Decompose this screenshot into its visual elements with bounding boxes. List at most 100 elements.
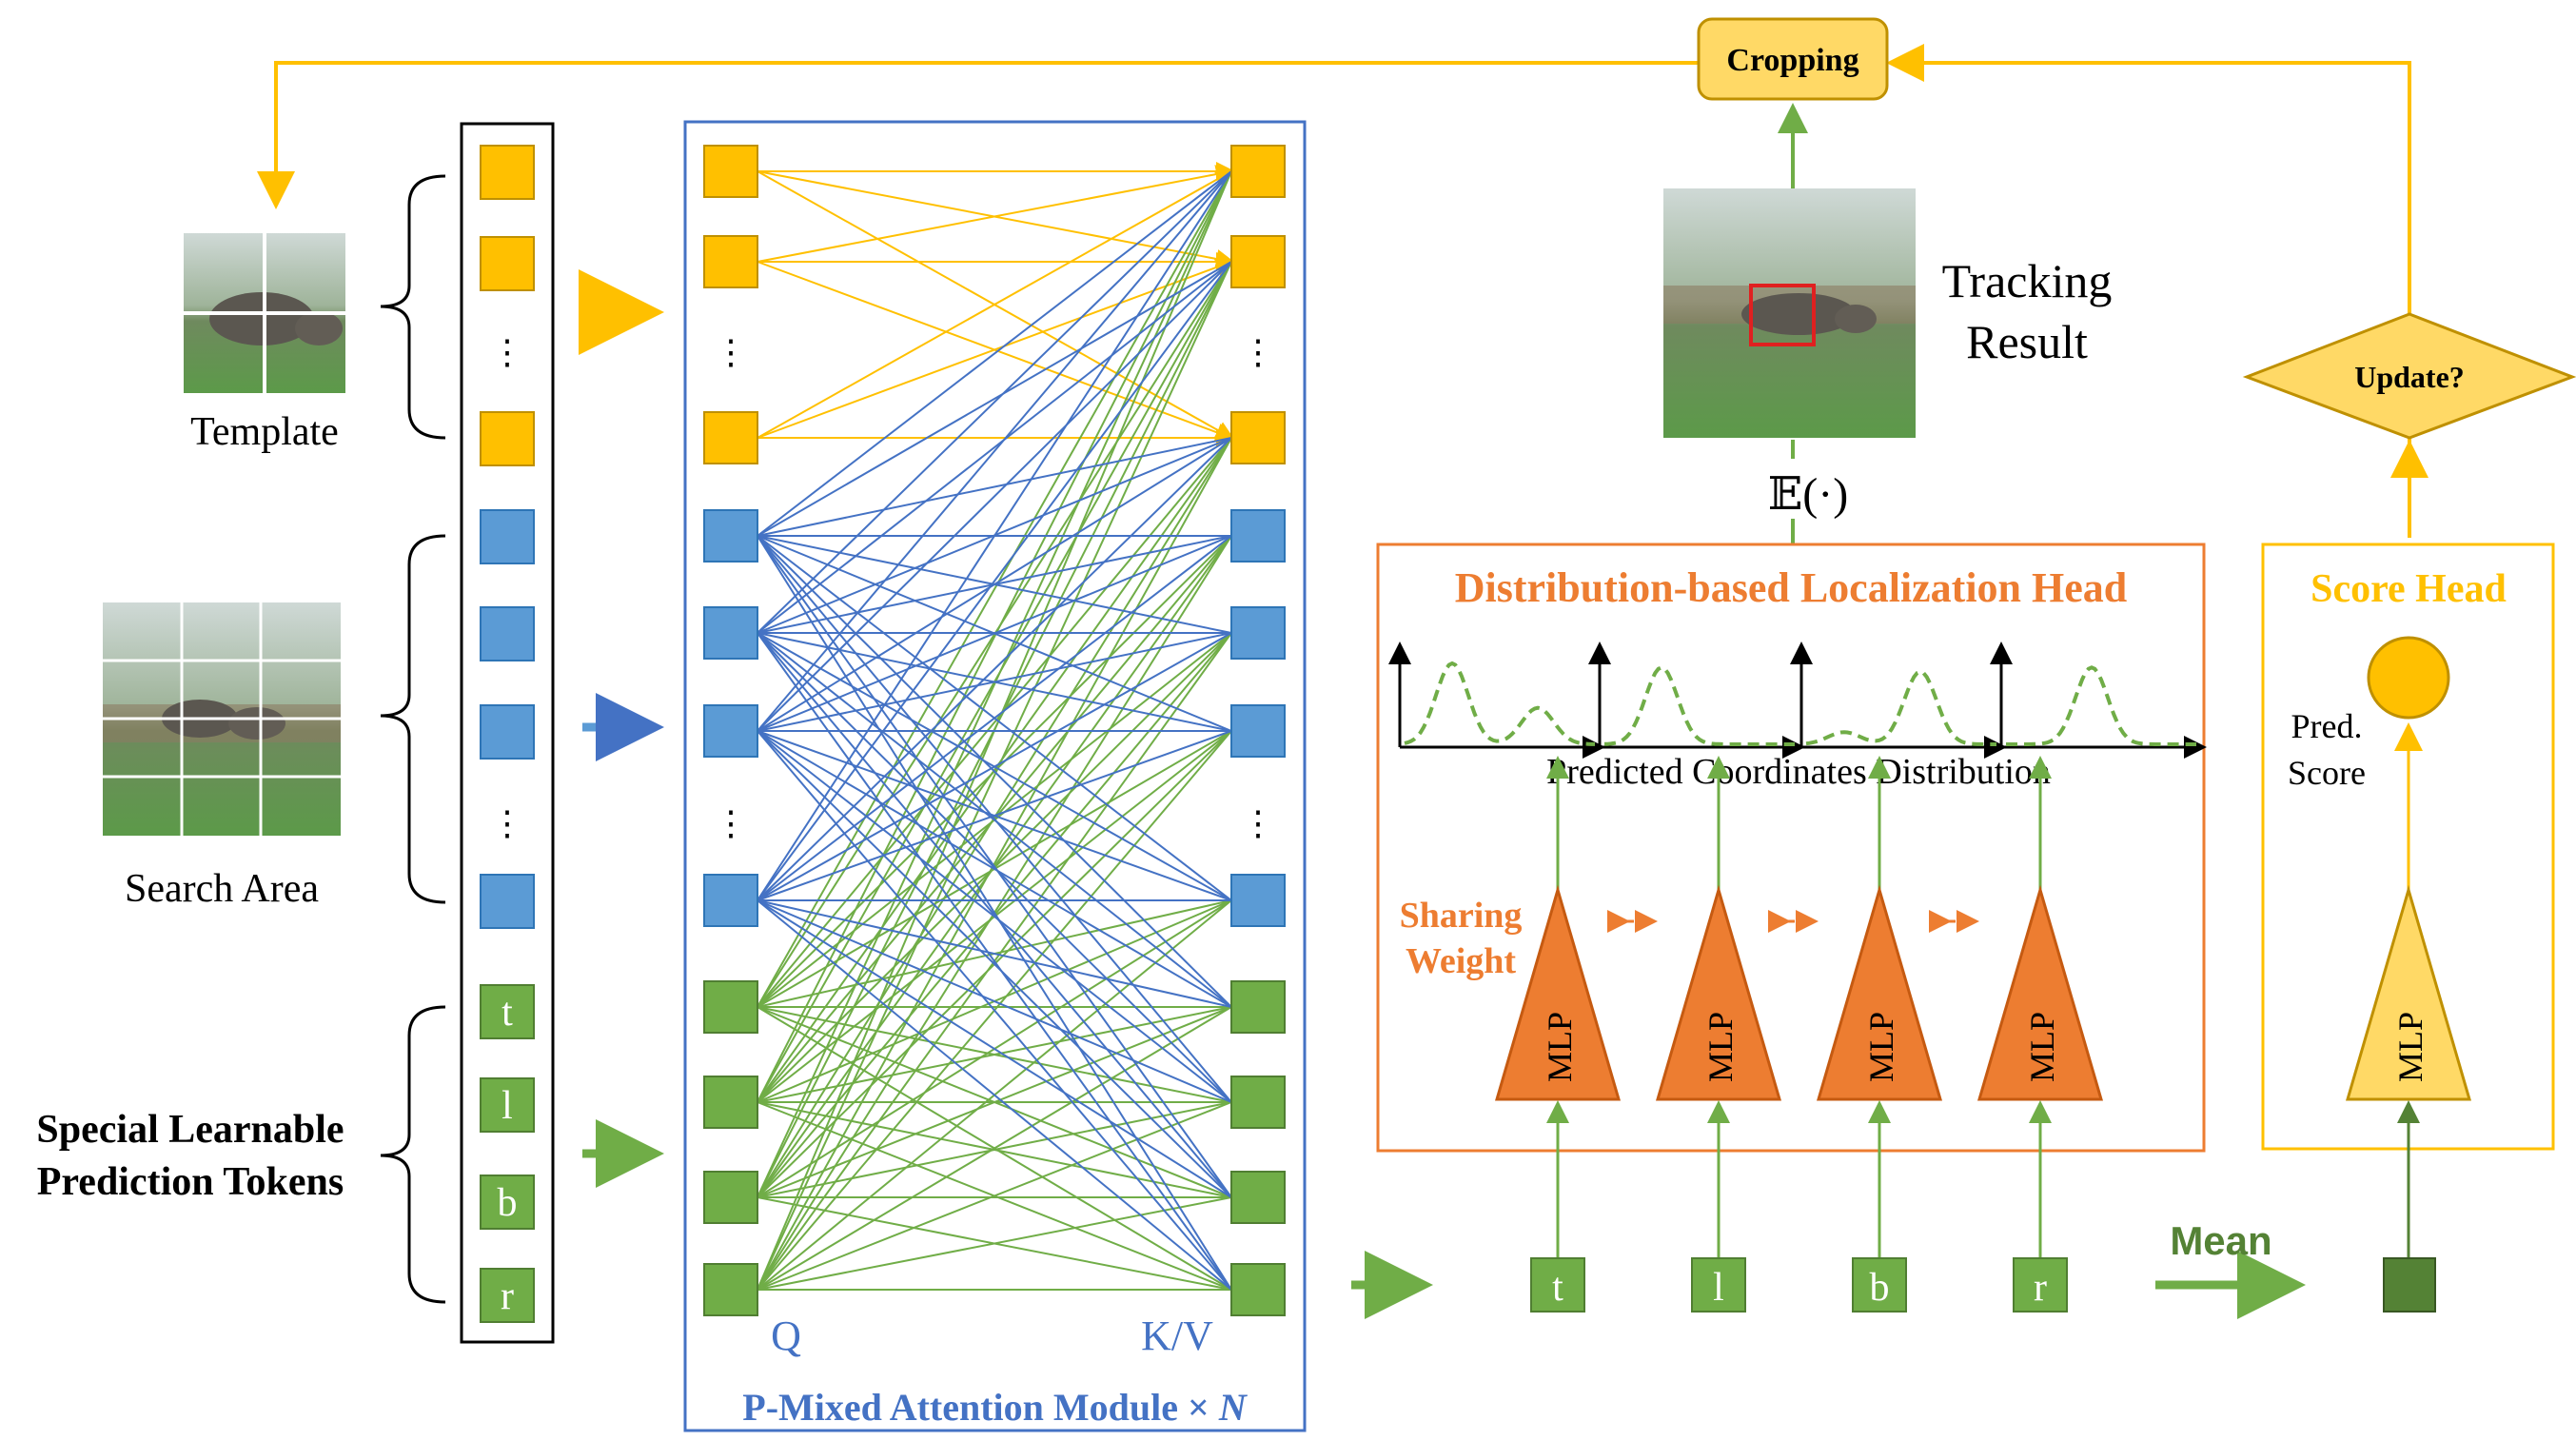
attention-line-search	[757, 730, 1232, 1008]
query-template-token	[703, 235, 758, 288]
localization-head-title: Distribution-based Localization Head	[1455, 564, 2128, 611]
kv-label: K/V	[1141, 1313, 1213, 1359]
localization-mlp[interactable]: MLP	[1977, 884, 2103, 1101]
output-token-letter: r	[2034, 1266, 2047, 1310]
key-value-ellipsis: ⋮	[1241, 804, 1275, 842]
query-search-token	[703, 509, 758, 563]
template-token	[480, 236, 535, 291]
output-token	[2013, 1257, 2068, 1313]
query-template-token	[703, 411, 758, 464]
attention-line-search	[757, 730, 1232, 901]
query-prediction-token	[703, 1076, 758, 1129]
attention-line-search	[757, 899, 1232, 1198]
localization-mlps: MLP MLP MLP MLP	[1495, 756, 2103, 1258]
template-token	[480, 145, 535, 200]
attention-line-search	[757, 632, 1232, 732]
token-ellipsis: ⋮	[490, 333, 524, 371]
query-prediction-token	[703, 980, 758, 1034]
attention-line-search	[757, 730, 1232, 1198]
distribution-label: Predicted Coordinates Distribution	[1546, 752, 2051, 792]
attention-line-search	[757, 632, 1232, 1008]
attention-line-template	[757, 169, 1235, 439]
tracking-label-line1: Tracking	[1942, 254, 2113, 307]
localization-mlp[interactable]: MLP	[1656, 884, 1781, 1101]
expectation-label: 𝔼(·)	[1768, 469, 1849, 520]
key-value-search-token	[1230, 509, 1286, 563]
attention-line-search	[757, 899, 1232, 1103]
score-head: Score Head Pred. Score MLP	[2261, 543, 2555, 1258]
query-search-token	[703, 704, 758, 758]
output-token	[1691, 1257, 1746, 1313]
attention-line-prediction	[757, 170, 1232, 1103]
update-label: Update?	[2354, 360, 2465, 394]
prediction-token-letter: t	[501, 991, 513, 1035]
distribution-curve	[1603, 665, 1795, 746]
prediction-token	[480, 1268, 535, 1323]
key-value-search-token	[1230, 704, 1286, 758]
attention-line-search	[757, 632, 1232, 1103]
prediction-token	[480, 1175, 535, 1230]
attention-module-label: P-Mixed Attention Module × N	[742, 1386, 1249, 1429]
attention-line-search	[757, 535, 1232, 732]
score-mlp[interactable]: MLP	[2346, 884, 2471, 1101]
key-value-prediction-token	[1230, 980, 1286, 1034]
template-label: Template	[190, 410, 339, 454]
output-token	[1530, 1257, 1585, 1313]
score-mlp-label: MLP	[2391, 1012, 2429, 1082]
pred-score-line1: Pred.	[2291, 707, 2363, 745]
attention-line-search	[757, 632, 1232, 901]
query-ellipsis: ⋮	[714, 333, 748, 371]
tracking-label-line2: Result	[1966, 315, 2088, 368]
distribution-curve	[1404, 661, 1595, 746]
attention-line-search	[757, 632, 1232, 1198]
search-token	[480, 606, 535, 661]
template-token	[480, 411, 535, 466]
attention-line-search	[757, 535, 1232, 901]
localization-mlp[interactable]: MLP	[1817, 884, 1942, 1101]
tracking-result: Tracking Result 𝔼(·)	[1663, 103, 2113, 544]
output-token-letter: l	[1713, 1266, 1724, 1310]
search-token	[480, 874, 535, 929]
attention-line-search	[757, 261, 1232, 634]
feedback-loop: Cropping Update?	[257, 17, 2576, 538]
tokens-label-line1: Special Learnable	[36, 1108, 344, 1152]
tokens-brace	[380, 1005, 446, 1304]
pred-score-circle	[2367, 636, 2450, 720]
key-value-prediction-token	[1230, 1263, 1286, 1316]
attention-line-search	[757, 899, 1232, 1008]
template-brace	[380, 174, 446, 440]
attention-line-search	[757, 535, 1232, 1008]
localization-head: Distribution-based Localization Head Pre…	[1376, 543, 2207, 1258]
attention-line-search	[757, 437, 1232, 901]
output-token-letter: t	[1552, 1266, 1563, 1310]
attention-line-search	[757, 535, 1232, 1291]
localization-head-box	[1376, 543, 2206, 1153]
sharing-weight-line1: Sharing	[1400, 896, 1523, 936]
distribution-curve	[2006, 665, 2196, 746]
attention-line-prediction	[757, 1196, 1232, 1291]
attention-line-prediction	[757, 437, 1232, 1291]
tokens-label-line2: Prediction Tokens	[37, 1160, 344, 1204]
cropping-label: Cropping	[1726, 43, 1858, 78]
inputs: Template Search Area Special Learnable P…	[36, 122, 664, 1344]
attention-line-prediction	[757, 437, 1232, 1008]
mean-label: Mean	[2170, 1218, 2271, 1263]
localization-mlp-label: MLP	[1701, 1012, 1740, 1082]
output-token-letter: b	[1870, 1266, 1890, 1310]
attention-line-search	[757, 170, 1232, 732]
search-area-image	[103, 602, 341, 836]
update-diamond[interactable]: Update?	[2242, 312, 2576, 440]
attention-line-search	[757, 899, 1232, 1291]
search-token	[480, 704, 535, 760]
query-search-token	[703, 874, 758, 927]
localization-mlp-label: MLP	[1862, 1012, 1900, 1082]
attention-line-prediction	[757, 437, 1232, 1103]
key-value-prediction-token	[1230, 1076, 1286, 1129]
prediction-token-letter: b	[498, 1181, 518, 1225]
cropping-box[interactable]: Cropping	[1697, 17, 1889, 101]
attention-line-prediction	[757, 170, 1232, 1198]
token-sequence-box	[460, 122, 555, 1344]
localization-mlp[interactable]: MLP	[1495, 884, 1621, 1101]
attention-line-search	[757, 170, 1232, 901]
